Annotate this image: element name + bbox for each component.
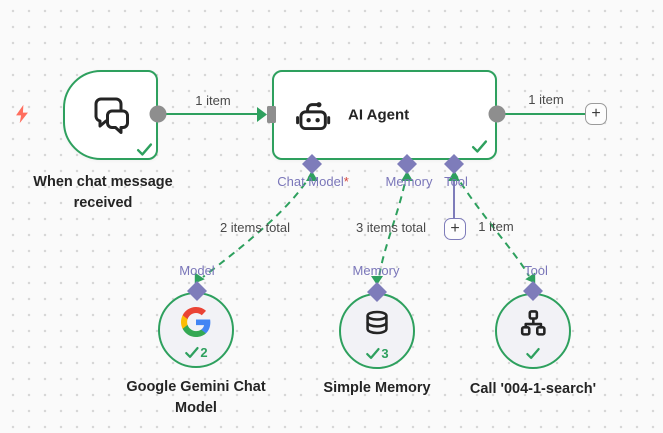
tool-subport-diamond[interactable] — [523, 281, 543, 301]
chat-model-port-diamond[interactable] — [302, 154, 322, 174]
lightning-icon — [16, 104, 28, 124]
node-simple-memory[interactable]: 3 — [339, 293, 415, 369]
required-marker: * — [343, 174, 349, 189]
tool-port-label: Tool — [444, 174, 468, 189]
trigger-output-port[interactable] — [149, 105, 167, 123]
run-count: 2 — [200, 345, 208, 360]
add-tool-button[interactable]: + — [444, 218, 466, 240]
node-google-gemini-chat-model[interactable]: 2 — [158, 292, 234, 368]
run-status — [526, 347, 541, 360]
node-chat-trigger[interactable] — [63, 70, 158, 160]
run-status: 2 — [184, 345, 208, 360]
memory-subport-label: Memory — [352, 263, 400, 278]
connection-tool[interactable] — [453, 171, 530, 277]
database-icon — [366, 310, 388, 335]
trigger-connection-count: 1 item — [195, 93, 231, 108]
model-subport-label: Model — [179, 263, 215, 278]
chat-model-port-label: Chat Model* — [277, 174, 349, 189]
sitemap-icon — [520, 310, 546, 336]
check-icon — [526, 348, 540, 359]
memory-connection-count: 3 items total — [355, 220, 427, 235]
chat-bubbles-icon — [94, 97, 129, 134]
chat-model-port-text: Chat Model — [277, 174, 344, 189]
model-subport-diamond[interactable] — [187, 281, 207, 301]
check-icon — [185, 347, 199, 358]
check-icon — [471, 140, 488, 153]
agent-output-port[interactable] — [488, 105, 506, 123]
node-ai-agent[interactable]: AI Agent — [272, 70, 497, 160]
memory-node-label: Simple Memory — [323, 380, 431, 396]
agent-output-count: 1 item — [528, 92, 564, 107]
gemini-node-label: Google Gemini Chat Model — [126, 379, 266, 417]
memory-port-diamond[interactable] — [397, 154, 417, 174]
chat-model-connection-count: 2 items total — [219, 220, 291, 235]
trigger-node-label: When chat message received — [33, 174, 173, 212]
check-icon — [136, 143, 153, 156]
node-call-004-1-search[interactable] — [495, 293, 571, 369]
memory-port-label: Memory — [385, 174, 433, 189]
add-node-button[interactable]: + — [585, 103, 607, 125]
connection-arrow-icon — [257, 107, 267, 122]
tool-node-label: Call '004-1-search' — [469, 381, 597, 397]
robot-icon — [296, 102, 331, 131]
google-logo-icon — [181, 307, 211, 337]
plus-icon: + — [591, 104, 601, 122]
tool-subport-label: Tool — [524, 263, 548, 278]
check-icon — [366, 348, 380, 359]
agent-input-port[interactable] — [267, 106, 276, 123]
connection-chat-model[interactable] — [202, 171, 313, 278]
memory-subport-diamond[interactable] — [367, 282, 387, 302]
plus-icon: + — [450, 219, 460, 237]
agent-node-title: AI Agent — [348, 106, 410, 124]
tool-port-diamond[interactable] — [444, 154, 464, 174]
run-count: 3 — [381, 346, 389, 361]
tool-connection-count: 1 item — [478, 219, 514, 234]
run-status: 3 — [365, 346, 389, 361]
